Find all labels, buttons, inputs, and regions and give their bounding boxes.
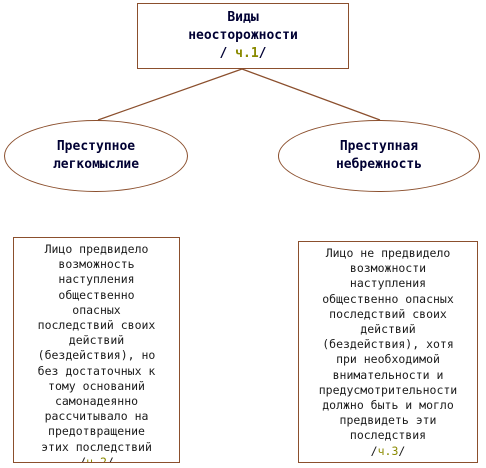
left-ref-suffix: / [106, 454, 114, 463]
right-desc-line: при необходимой [336, 352, 440, 367]
left-desc-line: самонадеянно [54, 394, 139, 409]
right-description-box: Лицо не предвидело возможности наступлен… [298, 241, 478, 463]
right-title-line-2: небрежность [335, 157, 423, 172]
left-title-line-2: легкомыслие [52, 157, 140, 172]
right-desc-line: предвидеть эти [339, 413, 437, 428]
left-description-box: Лицо предвидело возможность наступления … [13, 237, 180, 463]
right-desc-line: внимательности и [332, 367, 444, 382]
root-ref-suffix: / [258, 46, 267, 61]
left-desc-line: тому оснований [48, 378, 145, 393]
right-desc-line: (бездействия), хотя [322, 337, 454, 352]
right-desc-line: действий [360, 322, 416, 337]
left-desc-line: наступления [58, 272, 135, 287]
root-ref-part: ч.1 [235, 46, 259, 61]
right-ref-suffix: / [398, 443, 406, 458]
right-desc-line: наступления [349, 276, 427, 291]
root-article-reference: / ч.1/ [138, 45, 348, 63]
right-desc-line: последствий своих [329, 306, 447, 321]
root-node-box: Виды неосторожности / ч.1/ [137, 3, 349, 69]
right-article-reference: /ч.3/ [299, 444, 477, 459]
left-category-ellipse: Преступное легкомыслие [4, 120, 188, 192]
connector-root-left [97, 68, 243, 121]
root-title-line-1: Виды [227, 10, 259, 25]
left-desc-line: этих последствий [41, 439, 152, 454]
left-desc-line: общественно [58, 287, 135, 302]
left-desc-line: Лицо предвидело [44, 242, 149, 256]
left-desc-line: последствий своих [37, 318, 156, 333]
right-ref-part: ч.3 [377, 443, 399, 458]
right-desc-line: предусмотрительности [318, 382, 458, 397]
right-desc-line: Лицо не предвидело [325, 246, 451, 260]
right-desc-line: возможности [349, 261, 427, 276]
left-article-reference: /ч.2/ [14, 454, 179, 463]
right-title-line-1: Преступная [339, 139, 419, 154]
left-ref-part: ч.2 [86, 454, 107, 463]
left-desc-line: возможность [58, 257, 135, 272]
right-desc-line: общественно опасных [322, 291, 454, 306]
left-desc-line: без достаточных к [37, 363, 156, 378]
left-ref-prefix: / [79, 454, 87, 463]
left-desc-line: рассчитывало на [44, 409, 149, 424]
root-ref-prefix: / [219, 46, 236, 61]
left-desc-line: (бездействия), но [37, 348, 156, 363]
left-desc-line: опасных [72, 302, 121, 317]
right-ref-prefix: / [370, 443, 378, 458]
left-desc-line: действий [68, 333, 125, 348]
right-desc-line: последствия [349, 428, 427, 443]
root-title-line-2: неосторожности [188, 28, 298, 43]
right-category-ellipse: Преступная небрежность [278, 120, 480, 192]
left-title-line-1: Преступное [56, 139, 136, 154]
connector-root-right [241, 68, 381, 121]
left-desc-line: предотвращение [48, 424, 145, 439]
right-desc-line: должно быть и могло [322, 398, 454, 413]
